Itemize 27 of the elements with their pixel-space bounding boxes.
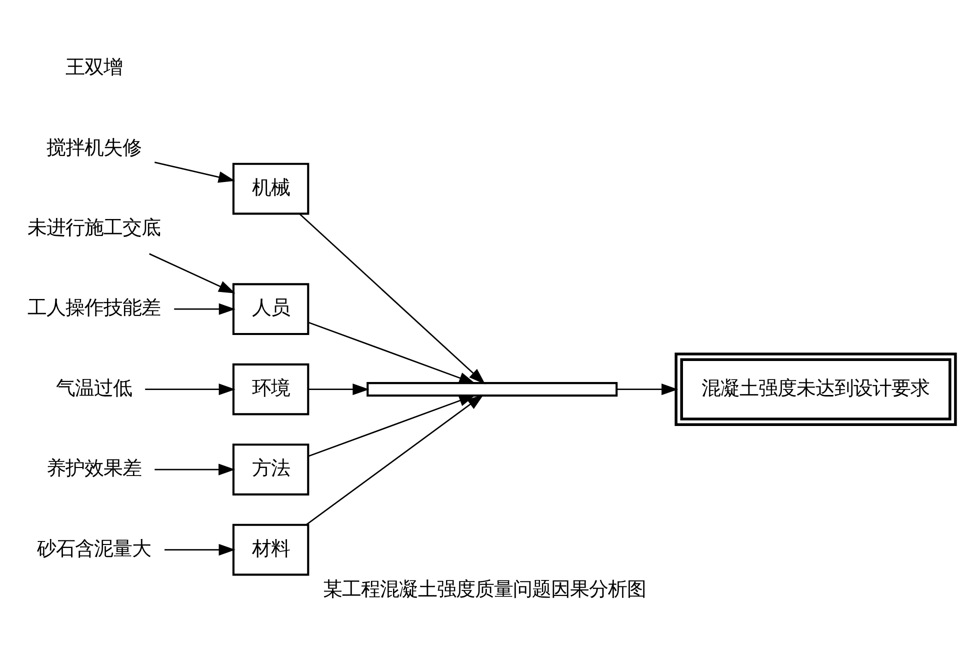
arrow	[308, 383, 370, 395]
arrow	[298, 212, 486, 384]
node-box: 机械	[232, 162, 310, 214]
node-text: 未进行施工交底	[27, 215, 160, 238]
arrow	[174, 302, 236, 314]
caption: 某工程混凝土强度质量问题因果分析图	[323, 577, 646, 600]
arrow	[145, 383, 236, 395]
node-text: 气温过低	[56, 376, 132, 399]
node-box: 人员	[232, 282, 310, 335]
arrow	[149, 252, 236, 293]
node-box: 材料	[232, 523, 310, 576]
arrow	[308, 321, 476, 384]
node-box: 环境	[232, 362, 310, 415]
arrow	[306, 394, 484, 525]
arrow	[154, 463, 236, 475]
arrow	[308, 394, 476, 456]
node-text: 砂石含泥量大	[36, 536, 151, 560]
node-bar	[366, 382, 618, 396]
label: 王双增	[65, 55, 122, 78]
arrow	[154, 161, 236, 182]
node-box: 混凝土强度未达到设计要求	[674, 352, 957, 426]
node-text: 工人操作技能差	[27, 296, 160, 319]
arrow	[164, 543, 236, 556]
node-text: 搅拌机失修	[46, 135, 142, 158]
node-text: 养护效果差	[46, 456, 142, 480]
arrow	[616, 383, 678, 395]
node-box: 方法	[232, 443, 310, 495]
